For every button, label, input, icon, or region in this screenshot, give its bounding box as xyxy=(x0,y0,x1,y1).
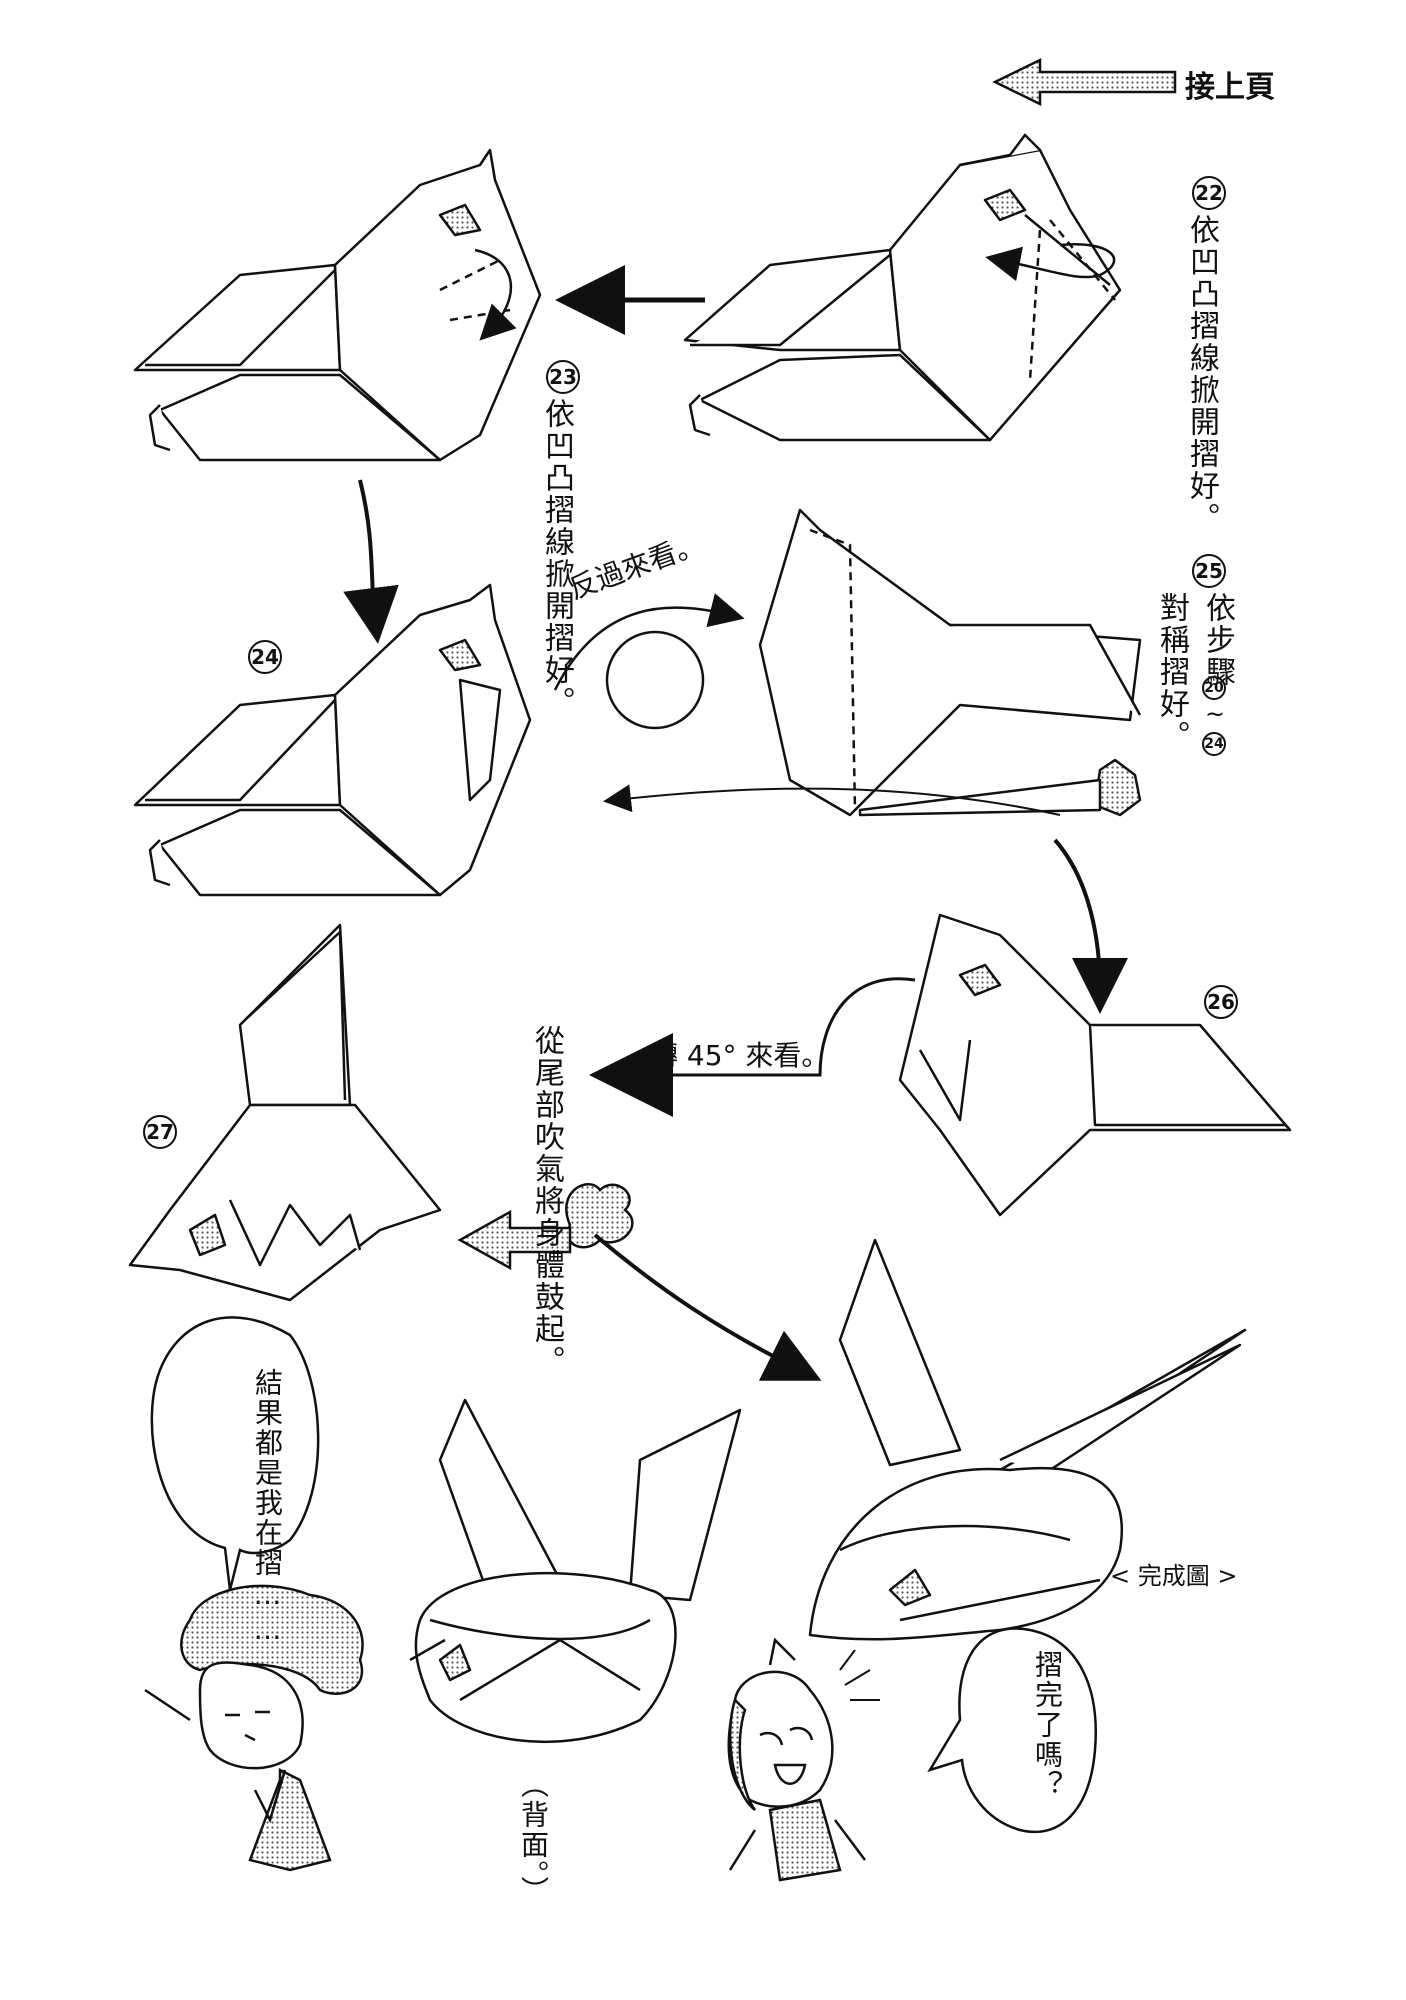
arrow-27-to-finished xyxy=(593,1233,822,1381)
continue-arrow xyxy=(992,57,1177,107)
back-view-figure xyxy=(409,1398,742,1744)
step-26-number: 26 xyxy=(1204,985,1238,1019)
rotate-arrow-line xyxy=(630,977,916,1077)
left-character xyxy=(144,1584,364,1872)
step-22-figure xyxy=(683,133,1122,442)
step-23-figure xyxy=(133,148,542,462)
finished-note: < 完成圖 > xyxy=(1110,1562,1238,1590)
step-24-figure xyxy=(133,583,532,897)
step-25-tilde: ~ xyxy=(1205,700,1226,728)
right-character xyxy=(727,1637,880,1882)
back-view-note: （背面。） xyxy=(517,1770,550,1906)
inflate-puff-arrow xyxy=(457,1183,634,1271)
rotate-note: 轉 45° 來看。 xyxy=(650,1039,830,1072)
step-24-number: 24 xyxy=(248,640,282,674)
step-25-number: 25 xyxy=(1192,554,1226,588)
step-22-number: 22 xyxy=(1192,176,1226,210)
step-22-instruction: 依凹凸摺線掀開摺好。 xyxy=(1184,214,1219,534)
continue-label: 接上頁 xyxy=(1185,70,1275,105)
left-speech-bubble xyxy=(150,1316,320,1591)
step-23-number: 23 xyxy=(546,360,580,394)
right-bubble-text: 摺完了嗎？ xyxy=(1031,1650,1064,1800)
step-25-ref-a: 20 xyxy=(1202,676,1226,700)
flip-symbol xyxy=(553,593,745,730)
arrow-23-to-24 xyxy=(343,479,399,644)
step-23-instruction: 依凹凸摺線掀開摺好。 xyxy=(539,398,574,718)
inflate-note: 從尾部吹氣將身體鼓起。 xyxy=(529,1025,564,1377)
step-25-instruction-a: 依步驟 xyxy=(1200,592,1235,688)
step-25-figure xyxy=(603,508,1142,817)
right-speech-bubble xyxy=(927,1627,1097,1833)
step-26-figure xyxy=(898,913,1292,1217)
step-25-ref-b: 24 xyxy=(1202,732,1226,756)
step-27-figure xyxy=(128,923,442,1302)
step-27-number: 27 xyxy=(143,1115,177,1149)
arrow-25-to-26 xyxy=(1053,838,1128,1014)
left-bubble-text: 結果都是我在摺…… xyxy=(251,1368,284,1648)
step-25-instruction-b: 對稱摺好。 xyxy=(1154,592,1189,752)
finished-figure xyxy=(808,1238,1247,1641)
